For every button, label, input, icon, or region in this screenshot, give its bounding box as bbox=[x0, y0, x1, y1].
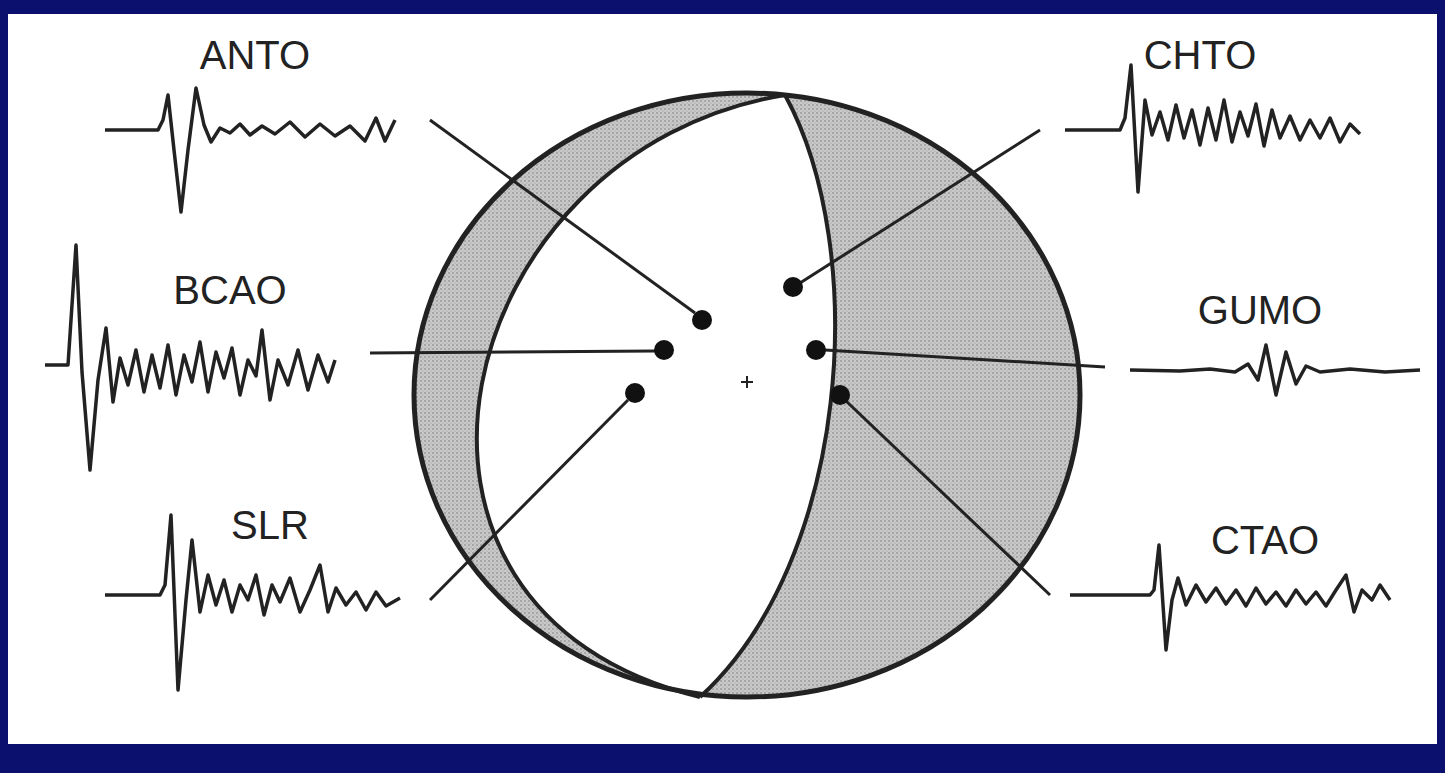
center-mark bbox=[741, 376, 753, 388]
station-label: BCAO bbox=[173, 270, 286, 310]
slide-ground bbox=[8, 14, 1437, 744]
nodal-plane bbox=[700, 95, 835, 697]
leader-lines bbox=[370, 120, 1105, 600]
station-label: SLR bbox=[231, 505, 309, 545]
station-label: CHTO bbox=[1144, 35, 1257, 75]
focal-sphere-outline bbox=[414, 93, 1080, 697]
nodal-plane bbox=[477, 95, 785, 697]
compressional-quadrant bbox=[414, 93, 1080, 697]
station-label: GUMO bbox=[1198, 290, 1322, 330]
station-label: CTAO bbox=[1211, 520, 1319, 560]
dilatational-quadrant bbox=[477, 95, 835, 697]
station-dots bbox=[625, 277, 850, 405]
station-label: ANTO bbox=[200, 35, 310, 75]
seismograms bbox=[45, 65, 1420, 690]
